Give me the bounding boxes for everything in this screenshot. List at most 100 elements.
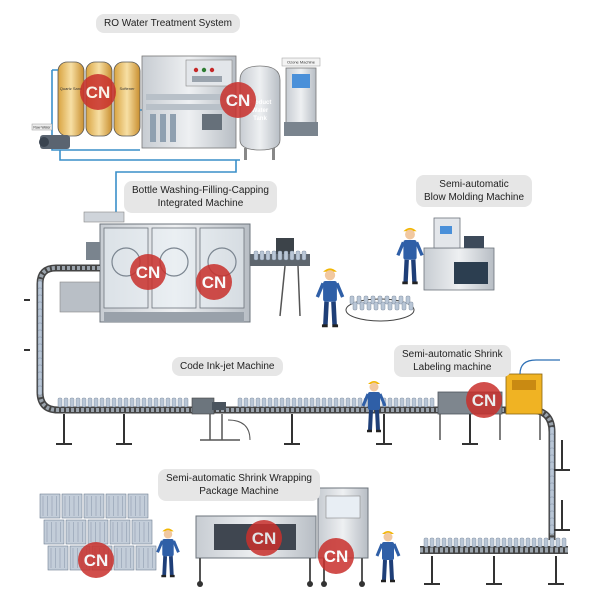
steam-hose	[519, 359, 560, 375]
bottle	[265, 250, 271, 261]
watermark-logo: CN	[220, 82, 256, 118]
bottle	[295, 250, 301, 261]
tank-leg	[272, 148, 275, 160]
bottle	[75, 397, 81, 408]
bottle	[81, 397, 87, 408]
bottle-package	[39, 493, 61, 519]
worker	[375, 531, 401, 583]
pool-bottle	[377, 295, 383, 305]
pool-bottle	[373, 301, 379, 311]
bottle	[289, 250, 295, 261]
conveyor-leg	[56, 414, 72, 445]
sealing-frame	[325, 495, 361, 519]
pool-bottle	[366, 301, 372, 311]
logo-circle	[318, 538, 354, 574]
label-washing-line-1: Bottle Washing-Filling-Capping	[132, 185, 269, 196]
bottle	[57, 397, 63, 408]
logo-text: CN	[252, 529, 277, 548]
bottle	[339, 397, 345, 408]
bottle	[237, 397, 243, 408]
bottle	[63, 397, 69, 408]
indicator-light	[209, 67, 215, 73]
bottle	[165, 397, 171, 408]
workers	[156, 227, 424, 583]
worker-legs	[403, 259, 417, 282]
bottle	[147, 397, 153, 408]
bottle	[549, 524, 555, 535]
bottle	[301, 250, 307, 261]
label-ink-jet: Code Ink-jet Machine	[172, 357, 283, 376]
bottle-package	[83, 493, 105, 519]
worker-arms	[396, 241, 424, 257]
bottle-pool	[349, 295, 414, 311]
bottle	[273, 397, 279, 408]
cartridge-filter	[170, 114, 176, 142]
raw-water-text: Raw Water	[33, 126, 51, 130]
bottle	[489, 537, 495, 548]
bottle	[537, 537, 543, 548]
pool-bottle	[384, 295, 390, 305]
water-pipe-to-filler	[115, 160, 237, 222]
ozone-base	[284, 122, 318, 136]
conveyor-leg	[376, 414, 392, 445]
pool-bottle	[352, 301, 358, 311]
bottle	[483, 537, 489, 548]
membrane-housing	[146, 104, 232, 110]
filler-control-box	[86, 242, 100, 260]
pool-bottle	[391, 295, 397, 305]
bottle	[153, 397, 159, 408]
bottle-package	[131, 519, 153, 545]
rinse-water-tank	[59, 281, 101, 313]
bottle	[399, 397, 405, 408]
worker-head	[405, 229, 415, 240]
conveyor-leg	[284, 414, 300, 445]
bottle	[279, 397, 285, 408]
worker-arms	[375, 543, 401, 557]
blow-molding-machine	[423, 217, 495, 291]
tank-text-line-3: Tank	[253, 116, 267, 122]
bottle-package	[105, 493, 127, 519]
worker-shirt	[368, 392, 380, 410]
worker-legs	[368, 409, 380, 431]
bottle	[159, 397, 165, 408]
bottle	[297, 397, 303, 408]
bottle	[393, 397, 399, 408]
logo-circle	[220, 82, 256, 118]
bottle	[435, 537, 441, 548]
bottle	[259, 250, 265, 261]
watermark-logo: CN	[246, 520, 282, 556]
pool-bottle	[363, 295, 369, 305]
bottle	[561, 537, 567, 548]
bottle	[321, 397, 327, 408]
logo-text: CN	[136, 263, 161, 282]
pool-bottle	[359, 301, 365, 311]
worker	[361, 381, 387, 433]
bottle	[117, 397, 123, 408]
cartridge-filter	[160, 114, 166, 142]
logo-text: CN	[226, 91, 251, 110]
label-shrink-wrapping: Semi-automatic Shrink Wrapping Package M…	[158, 469, 320, 501]
logo-circle	[80, 74, 116, 110]
label-shrink-labeling: Semi-automatic Shrink Labeling machine	[394, 345, 511, 377]
ozone-screen	[292, 74, 310, 88]
bottle	[429, 537, 435, 548]
blow-mold	[464, 236, 484, 248]
indicator-light	[201, 67, 207, 73]
wheel	[321, 581, 327, 587]
worker-shirt	[403, 240, 417, 260]
bottle	[495, 537, 501, 548]
sand-filter-text: Quartz Sand	[60, 86, 82, 91]
outfeed-stand	[279, 265, 301, 317]
bottle	[459, 537, 465, 548]
watermark-logo: CN	[80, 74, 116, 110]
bottle	[177, 397, 183, 408]
ink-jet-stand	[200, 414, 240, 441]
cap-hopper	[276, 238, 294, 254]
wheel	[197, 581, 203, 587]
logo-circle	[196, 264, 232, 300]
bottle	[135, 397, 141, 408]
worker-legs	[382, 559, 394, 581]
logo-circle	[78, 542, 114, 578]
bottle-package	[127, 493, 149, 519]
label-blow-line-1: Semi-automatic	[439, 179, 509, 190]
